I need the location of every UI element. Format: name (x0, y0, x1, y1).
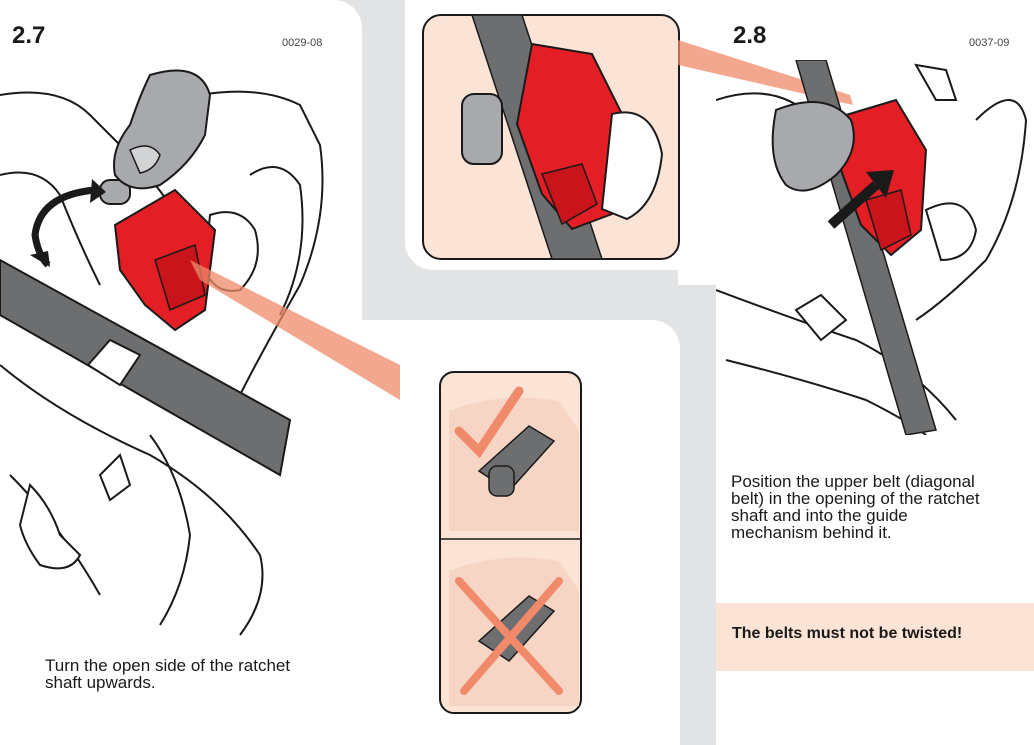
step-2-7-instruction-line1: Turn the open side of the ratchet (45, 656, 291, 675)
step-2-7-instruction-line2: shaft upwards. (45, 673, 156, 692)
warning-box: The belts must not be twisted! (716, 603, 1034, 671)
step-number: 2.8 (733, 22, 767, 49)
step-2-8-instruction-line1: Position the upper belt (diagonal (731, 472, 975, 491)
step-2-8-detail-inset (422, 14, 680, 260)
step-2-7-detail-comparison (439, 371, 582, 714)
correct-position-view (439, 386, 582, 540)
reference-code: 0029-08 (282, 37, 323, 49)
step-2-7-illustration (0, 69, 400, 636)
step-2-8-instruction-line2: belt) in the opening of the ratchet (731, 489, 980, 508)
step-number: 2.7 (12, 22, 46, 49)
warning-text: The belts must not be twisted! (732, 625, 963, 642)
step-2-8-instruction-line3: shaft and into the guide (731, 506, 908, 525)
step-2-8-instruction-line4: mechanism behind it. (731, 523, 892, 542)
incorrect-position-view (449, 557, 579, 706)
reference-code: 0037-09 (969, 37, 1010, 49)
step-2-8-illustration (716, 60, 1028, 435)
